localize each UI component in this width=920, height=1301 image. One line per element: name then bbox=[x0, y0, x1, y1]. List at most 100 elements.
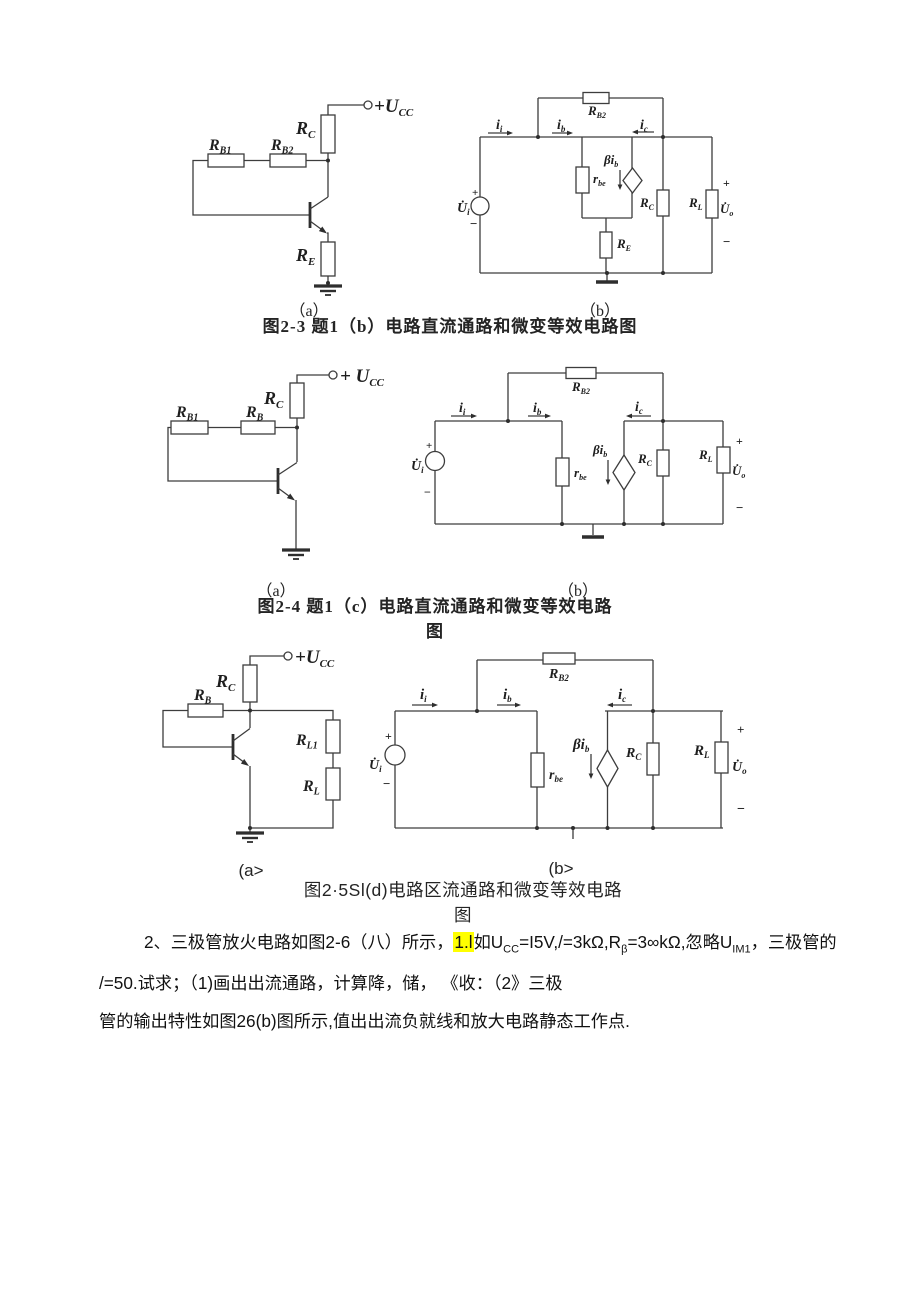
label-ic: ic bbox=[635, 400, 643, 416]
resistor-rbe bbox=[575, 166, 590, 194]
controlled-current-source bbox=[605, 453, 636, 492]
resistor-re bbox=[599, 231, 613, 259]
label-ucc: +UCC bbox=[374, 96, 414, 119]
label-ui: U̇i bbox=[457, 199, 470, 217]
ground-icon bbox=[236, 831, 264, 843]
label-uo: U̇o bbox=[720, 201, 733, 218]
current-arrow-ib bbox=[552, 130, 573, 136]
resistor-rc bbox=[242, 664, 258, 703]
fig2-circuit-b: RB2 ii ib ic + − U̇i rbe βib RC RL + U̇o… bbox=[400, 360, 760, 580]
resistor-rc bbox=[656, 449, 670, 477]
problem-line-2: /=50.试求；（1)画出出流通路，计算降，储， 《收：（2》三极 bbox=[99, 973, 563, 993]
label-rc: RC bbox=[639, 195, 655, 212]
label-rb1: RB1 bbox=[175, 404, 198, 424]
formula-part-2: =I5V,/=3kΩ,R bbox=[519, 932, 622, 952]
junction-dot bbox=[535, 826, 539, 830]
label-ii: ii bbox=[420, 687, 427, 704]
label-ui: U̇i bbox=[369, 756, 382, 774]
minus-sign: − bbox=[723, 234, 730, 249]
ucc-terminal bbox=[363, 100, 373, 110]
ground-icon bbox=[314, 284, 342, 296]
voltage-source bbox=[384, 744, 406, 766]
junction-dot bbox=[506, 419, 510, 423]
label-ib: ib bbox=[533, 401, 542, 417]
minus-sign: − bbox=[470, 216, 477, 231]
resistor-rl bbox=[325, 767, 341, 801]
junction-dot bbox=[622, 522, 626, 526]
label-uo: U̇o bbox=[732, 463, 745, 480]
label-rb2: RB2 bbox=[587, 103, 606, 120]
wires bbox=[167, 374, 329, 550]
label-rl1: RL1 bbox=[295, 732, 318, 752]
wires bbox=[162, 655, 334, 833]
junction-dot bbox=[295, 425, 299, 430]
label-re: RE bbox=[295, 245, 315, 268]
junction-dot bbox=[651, 709, 655, 713]
wires bbox=[192, 104, 364, 286]
current-arrow-ii bbox=[488, 130, 513, 136]
label-rbe: rbe bbox=[574, 465, 587, 482]
fig1b-svg: RB2 ii ib ic + − U̇i rbe βib RC RE RL + … bbox=[457, 91, 733, 284]
label-ib: ib bbox=[503, 687, 512, 704]
label-rbe: rbe bbox=[549, 768, 563, 784]
current-arrow-ib bbox=[528, 413, 551, 419]
fig3a-svg: +UCC RC RB RL1 RL bbox=[162, 647, 341, 843]
wires bbox=[479, 97, 713, 281]
label-re: RE bbox=[616, 236, 631, 253]
label-rb: RB bbox=[245, 404, 264, 424]
resistor-rc bbox=[646, 742, 660, 776]
plus-sign: + bbox=[723, 176, 730, 190]
plus-sign: + bbox=[736, 434, 743, 448]
formula-sub-1: CC bbox=[503, 943, 520, 956]
label-ii: ii bbox=[459, 401, 466, 417]
label-ucc: + UCC bbox=[340, 366, 385, 389]
label-rl: RL bbox=[693, 743, 710, 760]
problem-lead-text: 2、三极管放火电路如图2-6（八）所示， bbox=[144, 932, 454, 952]
ucc-terminal bbox=[328, 370, 338, 380]
label-rb2: RB2 bbox=[571, 379, 590, 396]
label-rb: RB bbox=[193, 687, 212, 707]
resistor-re bbox=[320, 241, 336, 277]
fig3-circuit-b: RB2 ii ib ic + − U̇i rbe βib RC RL + U̇o… bbox=[365, 645, 765, 880]
junction-dot bbox=[326, 158, 330, 163]
fig3b-svg: RB2 ii ib ic + − U̇i rbe βib RC RL + U̇o… bbox=[369, 652, 747, 839]
label-ucc: +UCC bbox=[295, 647, 335, 670]
junction-dot bbox=[248, 826, 252, 830]
label-rc: RC bbox=[215, 671, 236, 694]
junction-dot bbox=[475, 709, 479, 713]
fig1-tag-a: （a） bbox=[289, 303, 329, 320]
voltage-source bbox=[424, 450, 446, 472]
resistor-rb2 bbox=[269, 153, 307, 168]
resistor-rb bbox=[187, 703, 224, 718]
plus-sign: + bbox=[737, 722, 744, 737]
label-rb2: RB2 bbox=[548, 667, 569, 683]
resistor-rc bbox=[289, 382, 305, 419]
label-rb1: RB1 bbox=[208, 137, 231, 157]
junction-dot bbox=[651, 826, 655, 830]
controlled-current-source bbox=[617, 166, 643, 195]
junction-dot bbox=[571, 826, 575, 830]
label-rl: RL bbox=[698, 447, 713, 464]
label-bib: βib bbox=[592, 442, 607, 459]
resistor-rl1 bbox=[325, 719, 341, 754]
wires bbox=[394, 659, 723, 839]
label-ib: ib bbox=[557, 118, 566, 134]
fig1a-svg: +UCC RC RB1 RB2 RE bbox=[192, 96, 414, 296]
fig1-caption: 图2-3 题1（b）电路直流通路和微变等效电路图 bbox=[262, 317, 638, 336]
resistor-rb1 bbox=[207, 153, 245, 168]
label-rc: RC bbox=[625, 746, 642, 762]
resistor-rb2 bbox=[542, 652, 576, 665]
resistor-rl bbox=[705, 189, 719, 219]
junction-dot bbox=[661, 135, 665, 139]
label-rc: RC bbox=[263, 388, 284, 411]
minus-sign: − bbox=[424, 485, 431, 499]
junction-dot bbox=[661, 522, 665, 526]
plus-sign: + bbox=[472, 187, 478, 199]
fig3-tag-a: (a> bbox=[238, 861, 264, 880]
fig2-tag-b: （b） bbox=[557, 583, 598, 600]
label-uo: U̇o bbox=[732, 758, 747, 776]
label-ic: ic bbox=[640, 118, 648, 134]
resistor-rb2 bbox=[565, 366, 597, 380]
resistor-rbe bbox=[530, 752, 545, 788]
